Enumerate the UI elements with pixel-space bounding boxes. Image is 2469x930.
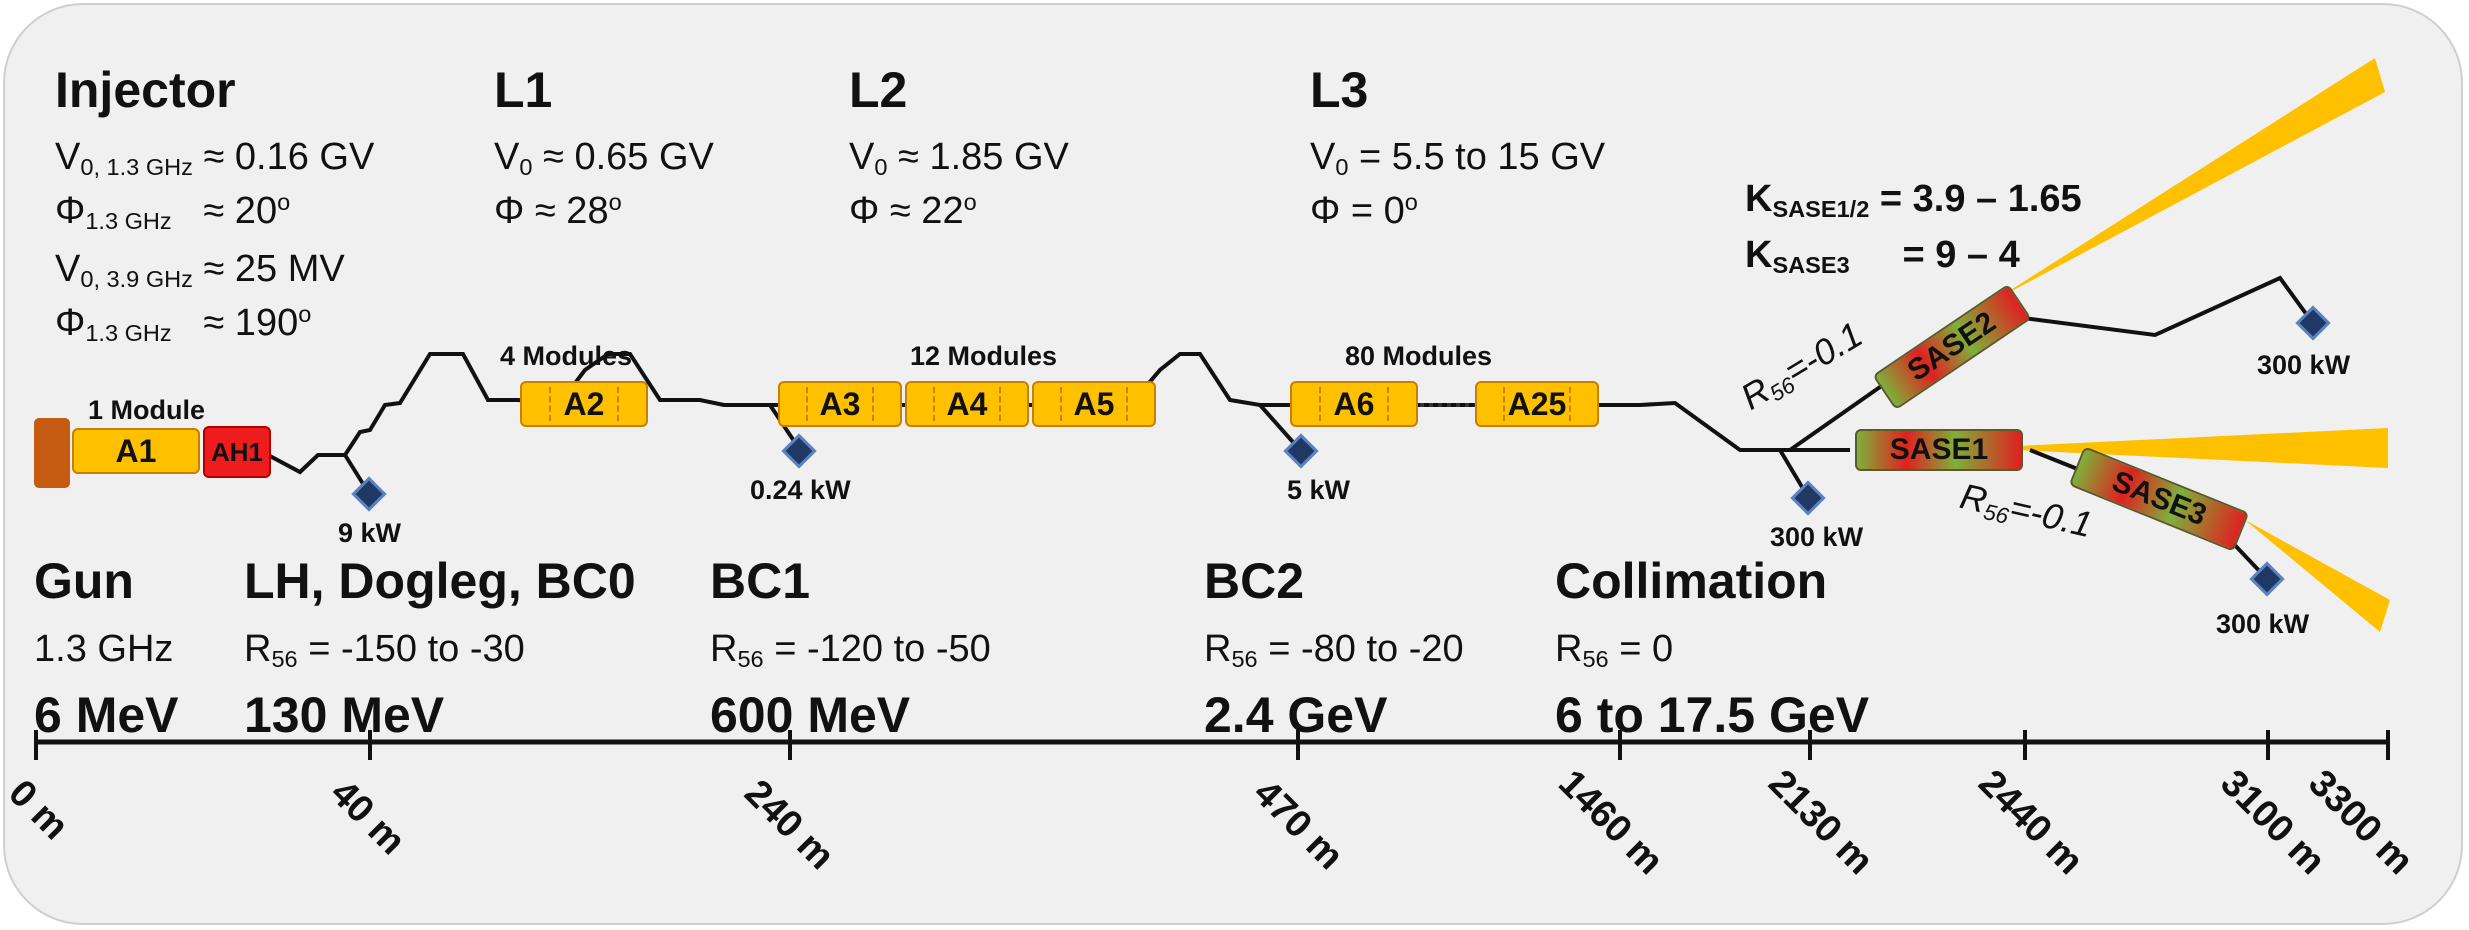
linac-phi: Φ ≈ 22o [849,189,977,232]
dump-icon [2249,561,2285,597]
section-sub: 1.3 GHz [34,628,174,670]
dump-power: 300 kW [2257,350,2351,380]
module-ah1: AH1 [203,426,271,478]
branch-sase3 [2029,448,2081,472]
injector-title: Injector [55,62,236,118]
dump-icon [1790,480,1826,516]
electron-gun [34,418,70,488]
undulator-sase1: SASE1 [1855,429,2023,471]
section-title: BC2 [1204,553,1305,609]
section-energy: 2.4 GeV [1204,687,1388,743]
module-a2: A2 [520,381,648,427]
module-a6: A6 [1290,381,1418,427]
photon-beam-sase3 [2245,520,2390,632]
module-a4: A4 [905,381,1029,427]
injector-phi-13b: Φ1.3 GHz ≈ 190o [55,301,312,346]
dump-icon [1283,433,1319,469]
linac-title: L3 [1310,62,1369,118]
linac-v0: V0 ≈ 1.85 GV [849,136,1069,180]
linac-phi: Φ = 0o [1310,189,1418,232]
axis-tick-marks [34,730,2390,760]
section-title: Gun [34,553,134,609]
linac-phi: Φ ≈ 28o [494,189,622,232]
k-sase3: KSASE3 = 9 – 4 [1745,234,2020,278]
injector-v0-39: V0, 3.9 GHz ≈ 25 MV [55,248,345,292]
section-r56: R56 = -80 to -20 [1204,628,1464,672]
dump-icon [781,433,817,469]
module-count-label: 4 Modules [500,341,633,371]
injector-v0-13: V0, 1.3 GHz ≈ 0.16 GV [55,136,375,180]
linac-v0: V0 = 5.5 to 15 GV [1310,136,1606,180]
section-energy: 600 MeV [710,687,911,743]
dump-icon [2295,305,2331,341]
module-count-label: 12 Modules [910,341,1058,371]
module-a5: A5 [1032,381,1156,427]
section-r56: R56 = 0 [1555,628,1674,672]
section-r56: R56 = -120 to -50 [710,628,991,672]
photon-beam-sase1 [1975,428,2388,468]
module-a25: A25 [1475,381,1599,427]
module-count-label: 1 Module [88,395,206,425]
section-energy: 130 MeV [244,687,445,743]
linac-title: L2 [849,62,908,118]
dump-power: 0.24 kW [750,475,851,505]
dump-power: 9 kW [338,518,402,548]
dump-power: 300 kW [1770,522,1864,552]
module-a1: A1 [72,428,200,474]
section-title: LH, Dogleg, BC0 [244,553,636,609]
section-energy: 6 MeV [34,687,179,743]
injector-phi-13a: Φ1.3 GHz ≈ 20o [55,189,291,234]
dump-power: 300 kW [2216,609,2310,639]
dump-icon [351,476,387,512]
k-sase12: KSASE1/2 = 3.9 – 1.65 [1745,178,2082,222]
module-count-label: 80 Modules [1345,341,1493,371]
section-title: Collimation [1555,553,1828,609]
section-title: BC1 [710,553,811,609]
branch-sase2-dump [1999,275,2314,338]
branch-sase2 [1788,378,1892,452]
linac-title: L1 [494,62,553,118]
section-r56: R56 = -150 to -30 [244,628,525,672]
linac-v0: V0 ≈ 0.65 GV [494,136,714,180]
section-energy: 6 to 17.5 GeV [1555,687,1870,743]
module-a3: A3 [778,381,902,427]
photon-beam-sase2 [1995,58,2385,300]
dump-power: 5 kW [1287,475,1351,505]
diagram-panel [3,3,2463,925]
